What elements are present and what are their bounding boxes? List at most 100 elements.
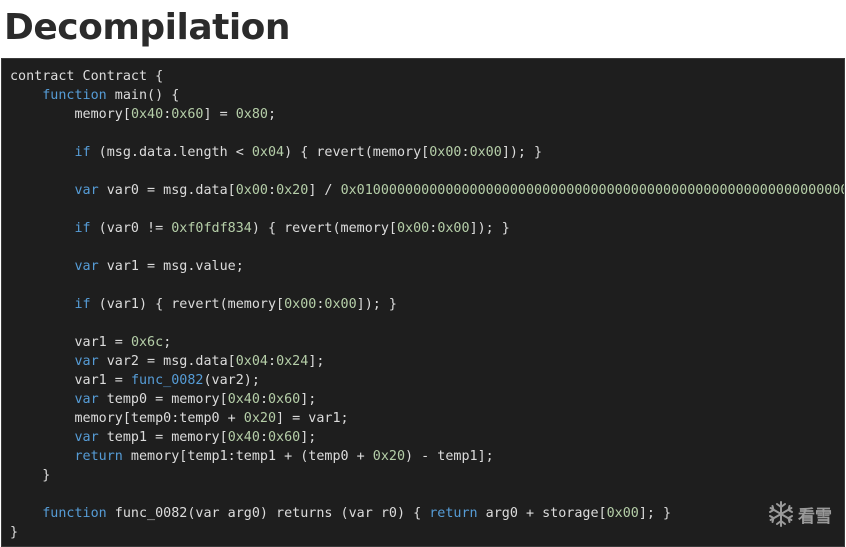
code-text: ]; [300,430,317,445]
code-text: (var0 != [90,221,172,236]
code-number: 0x01000000000000000000000000000000000000… [340,183,845,198]
code-text [10,430,75,445]
code-text: var1 = msg.value; [98,259,244,274]
code-line: var var2 = msg.data[0x04:0x24]; [10,354,325,369]
code-text: : [316,297,325,312]
code-keyword: function [42,88,107,103]
code-keyword: var [74,392,99,407]
code-text: : [268,354,277,369]
code-number: 0x20 [276,183,309,198]
code-keyword: var [74,183,99,198]
watermark-text: 看雪 [798,506,832,527]
code-text [10,297,75,312]
code-keyword: if [74,297,91,312]
code-text: : [461,145,470,160]
code-number: 0x00 [235,183,268,198]
page-title: Decompilation [4,7,291,48]
code-text: temp1 = memory[ [98,430,228,445]
code-keyword: func_0082 [130,373,204,388]
code-number: 0x00 [437,221,470,236]
code-text: var2 = msg.data[ [98,354,236,369]
code-keyword: if [74,221,91,236]
code-line: function func_0082(var arg0) returns (va… [10,506,671,521]
code-number: 0x60 [268,430,301,445]
code-text: (var2); [203,373,260,388]
code-number: 0x00 [397,221,430,236]
code-keyword: return [74,449,123,464]
code-line: if (var0 != 0xf0fdf834) { revert(memory[… [10,221,510,236]
code-text: temp0 = memory[ [98,392,228,407]
code-text: memory[ [10,107,131,122]
code-text: ]; } [638,506,672,521]
code-text [10,183,75,198]
code-text [10,449,75,464]
code-keyword: return [429,506,478,521]
code-text [10,392,75,407]
code-text [10,221,75,236]
code-text: ]); } [469,221,510,236]
code-number: 0x80 [235,107,268,122]
code-number: 0x00 [606,506,639,521]
code-text: contract Contract { [10,69,164,84]
code-number: 0x00 [469,145,502,160]
code-number: 0x20 [372,449,406,464]
code-line: if (msg.data.length < 0x04) { revert(mem… [10,145,543,160]
code-text: memory[temp0:temp0 + [10,411,244,426]
code-line: function main() { [10,88,179,103]
code-text: memory[temp1:temp1 + (temp0 + [122,449,373,464]
code-text: ] / [308,183,341,198]
code-text: : [163,107,172,122]
code-line: } [10,525,18,540]
code-text: ] = var1; [276,411,349,426]
code-keyword: var [74,259,99,274]
code-text: } [10,525,19,540]
code-line: var1 = 0x6c; [10,335,171,350]
code-line: return memory[temp1:temp1 + (temp0 + 0x2… [10,449,494,464]
code-text: (msg.data.length < [90,145,252,160]
code-line: var temp1 = memory[0x40:0x60]; [10,430,317,445]
code-text: : [259,430,268,445]
watermark: 看雪 [767,500,832,528]
code-line: var1 = func_0082(var2); [10,373,260,388]
code-text: : [429,221,438,236]
code-number: 0x60 [268,392,301,407]
code-line: var var1 = msg.value; [10,259,244,274]
code-keyword: function [42,506,107,521]
code-keyword: var [74,354,99,369]
code-text: ]; [300,392,317,407]
code-text [10,88,42,103]
code-text: ; [268,107,277,122]
snowflake-icon [767,500,795,528]
code-number: 0x04 [251,145,285,160]
code-number: 0x60 [171,107,204,122]
code-keyword: var [74,430,99,445]
code-number: 0x04 [235,354,268,369]
code-text: main() { [106,88,180,103]
code-line: memory[temp0:temp0 + 0x20] = var1; [10,411,349,426]
code-line: if (var1) { revert(memory[0x00:0x00]); } [10,297,397,312]
code-text: ]); } [501,145,543,160]
code-line: } [10,468,50,483]
code-number: 0x00 [284,297,317,312]
code-number: 0x00 [429,145,462,160]
code-text: var1 = [10,335,131,350]
code-panel[interactable]: contract Contract { function main() { me… [1,58,845,547]
code-text: ] = [203,107,236,122]
code-number: 0x40 [227,430,260,445]
code-text: } [10,468,51,483]
code-number: 0x40 [227,392,260,407]
code-text [10,506,42,521]
code-line: var temp0 = memory[0x40:0x60]; [10,392,317,407]
code-line: contract Contract { [10,69,163,84]
code-number: 0x00 [324,297,357,312]
code-number: 0x24 [276,354,309,369]
code-text [10,145,75,160]
code-text: : [268,183,277,198]
code-text [10,354,75,369]
code-number: 0xf0fdf834 [171,221,252,236]
code-text: var1 = [10,373,131,388]
code-text [10,259,75,274]
code-number: 0x40 [130,107,164,122]
code-text: ]; [308,354,325,369]
code-text: (var1) { revert(memory[ [90,297,285,312]
